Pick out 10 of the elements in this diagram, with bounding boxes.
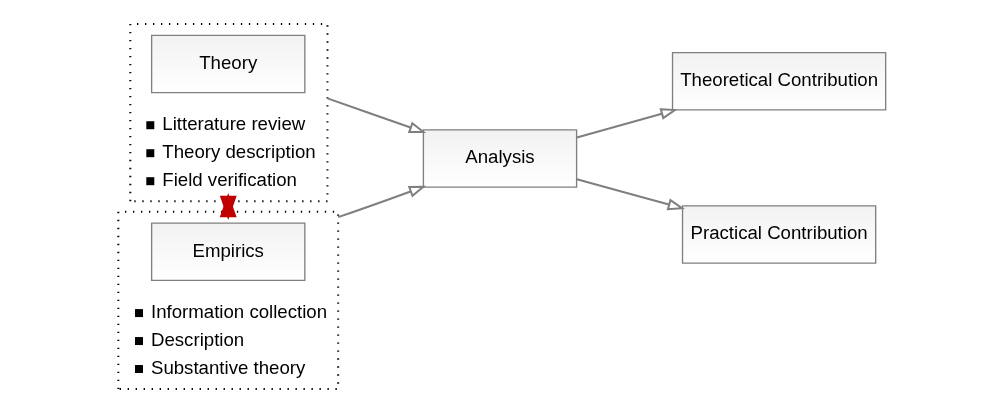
arrow — [219, 193, 237, 218]
node-box: Empirics — [150, 222, 306, 282]
arrow — [326, 97, 427, 134]
node-box: Analysis — [422, 129, 578, 188]
arrow — [575, 108, 678, 139]
arrow — [337, 185, 427, 219]
node-box: Practical Contribution — [681, 205, 877, 264]
node-box: Theoretical Contribution — [671, 51, 887, 111]
arrow — [575, 178, 685, 211]
node-box: Theory — [150, 34, 306, 94]
